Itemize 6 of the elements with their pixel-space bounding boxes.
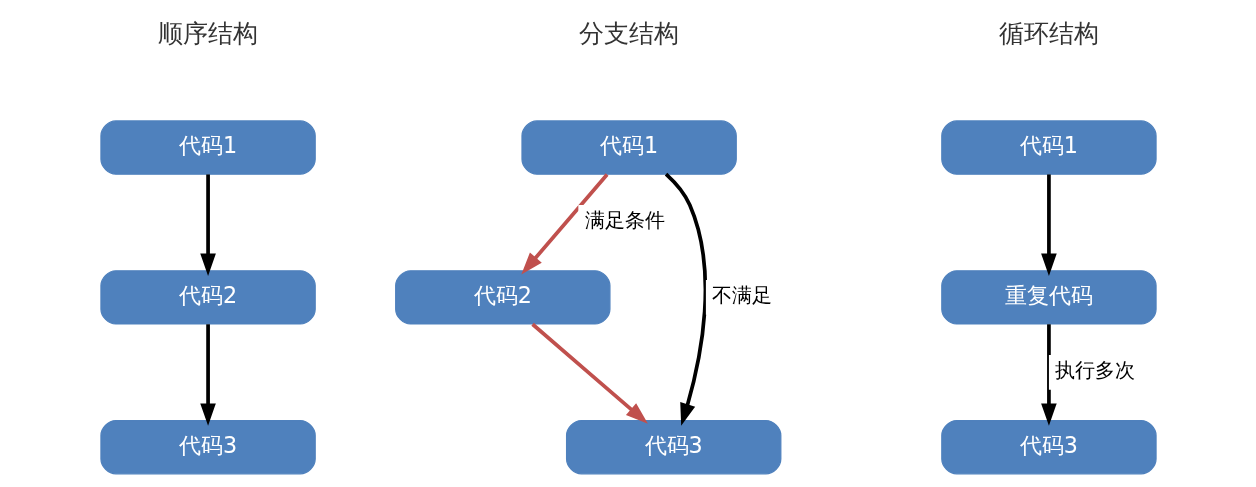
label: 循环结构 [998,19,1099,47]
label: 分支结构 [578,19,679,47]
label: 顺序结构 [157,19,258,47]
edge-label: 满足条件 [584,209,665,233]
edge-label: 执行多次 [1054,359,1135,382]
edge-label: 不满足 [711,284,772,308]
